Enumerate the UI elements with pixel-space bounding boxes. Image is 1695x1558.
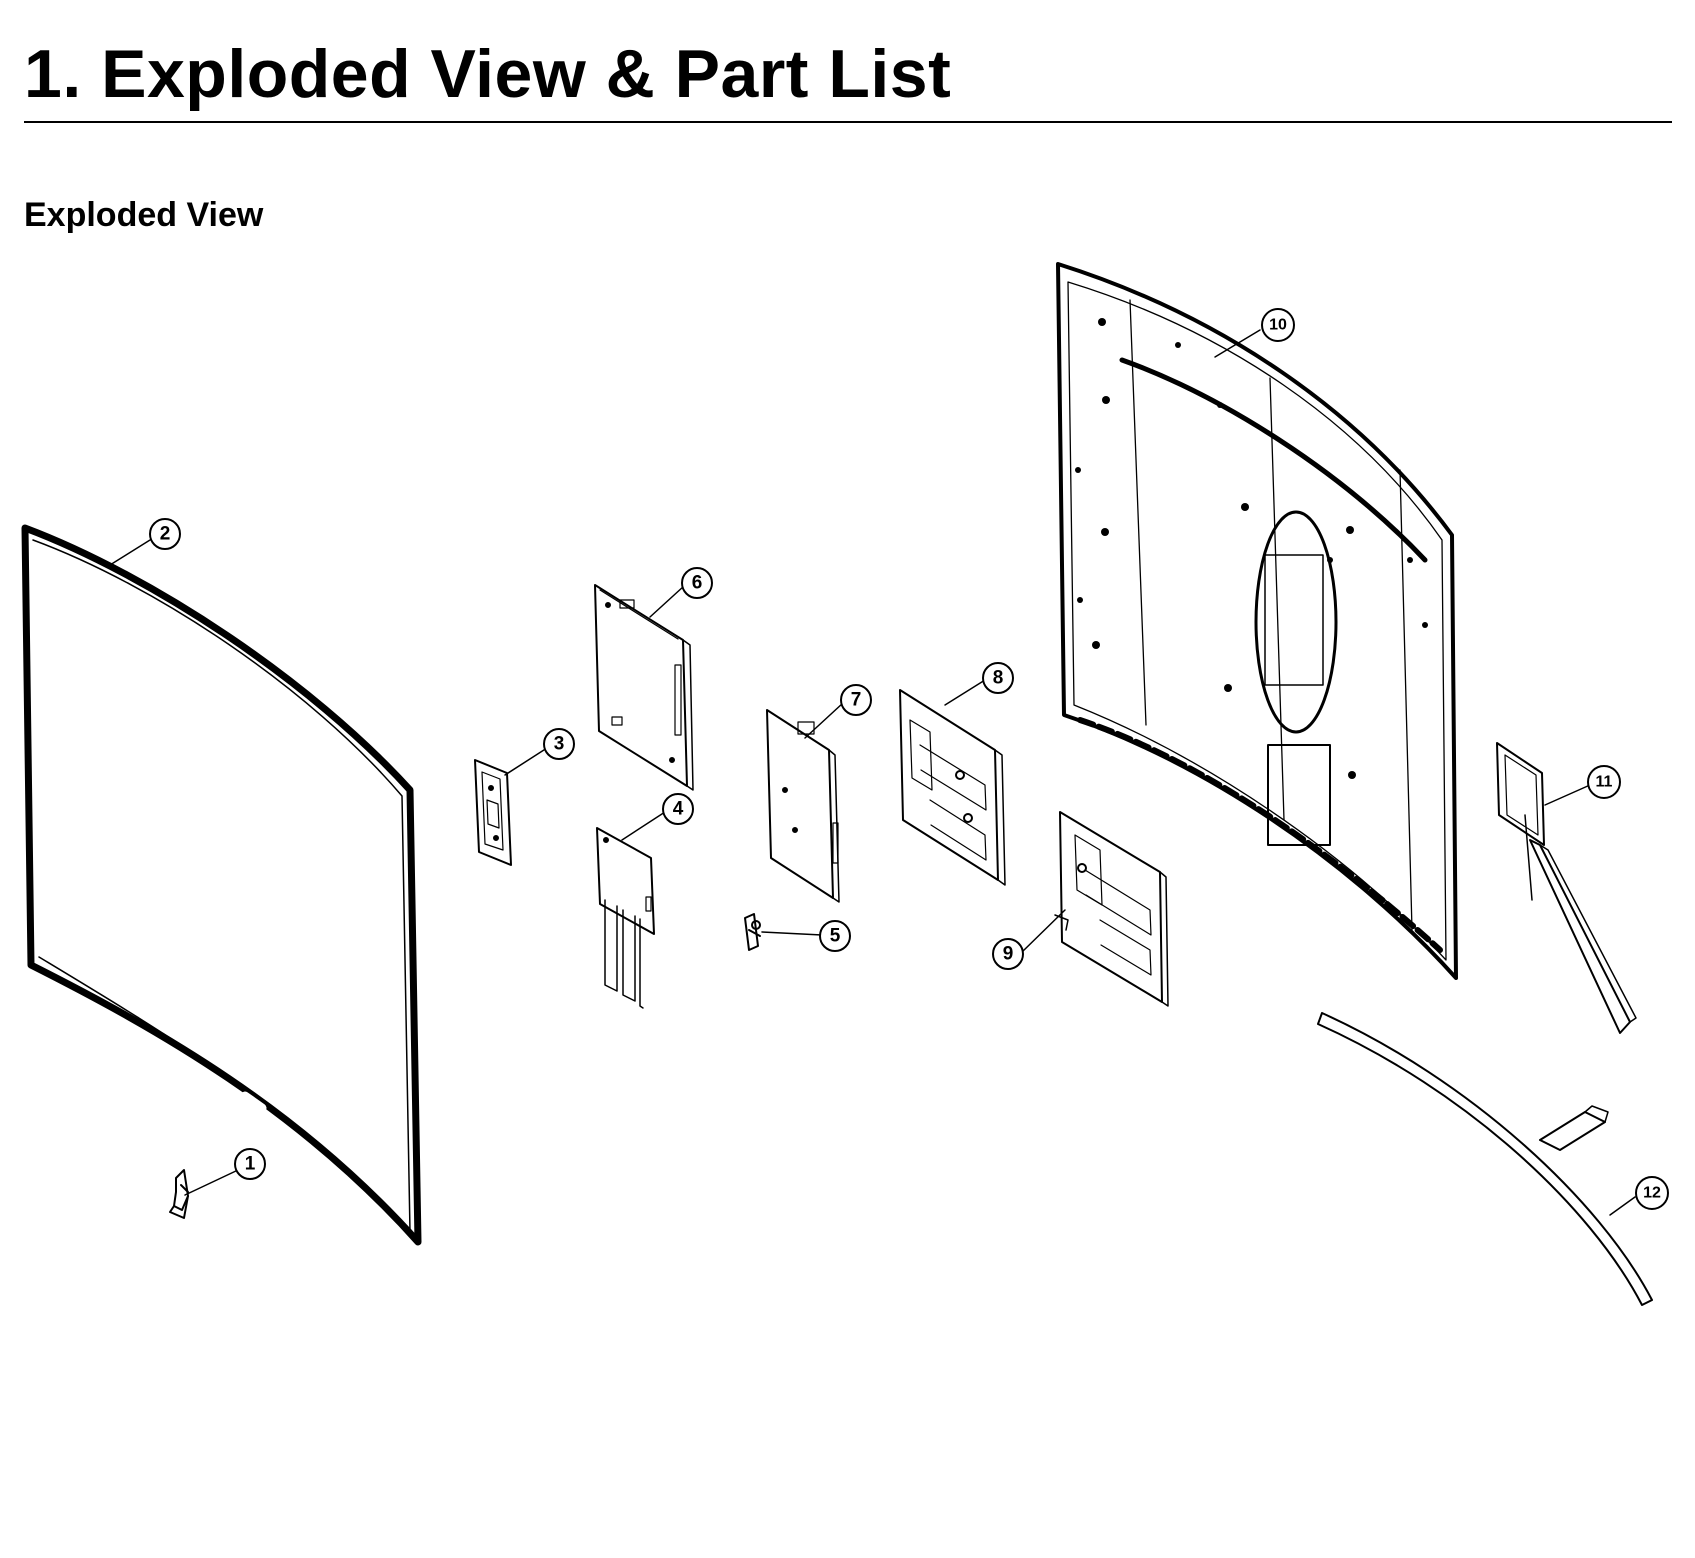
page-title: 1. Exploded View & Part List <box>24 36 952 112</box>
part-3-bracket <box>474 759 512 866</box>
callout-7: 7 <box>840 684 872 716</box>
title-underline <box>24 121 1672 123</box>
part-7-power-board <box>766 709 840 903</box>
callout-label: 6 <box>692 573 703 594</box>
callout-6: 6 <box>681 567 713 599</box>
callout-label: 7 <box>851 690 862 711</box>
callout-label: 10 <box>1269 317 1287 334</box>
part-6-main-board <box>594 584 694 791</box>
callout-12: 12 <box>1635 1176 1669 1210</box>
part-11-stand-neck <box>1496 742 1637 1034</box>
callout-11: 11 <box>1587 765 1621 799</box>
callout-1: 1 <box>234 1148 266 1180</box>
part-5-connector <box>744 913 761 951</box>
callout-3: 3 <box>543 728 575 760</box>
part-1-clip <box>169 1169 189 1219</box>
part-10-rear-cover <box>1056 262 1458 980</box>
callout-label: 9 <box>1003 944 1014 965</box>
part-2-front-panel <box>21 524 422 1246</box>
callout-5: 5 <box>819 920 851 952</box>
part-9-rear-bracket <box>1054 811 1169 1007</box>
callout-label: 3 <box>554 734 565 755</box>
callout-label: 4 <box>673 799 684 820</box>
part-4-sub-board <box>596 827 655 1009</box>
callout-label: 8 <box>993 668 1004 689</box>
callout-label: 5 <box>830 926 841 947</box>
callout-label: 1 <box>245 1154 256 1175</box>
callout-label: 2 <box>160 524 171 545</box>
callout-8: 8 <box>982 662 1014 694</box>
section-title: Exploded View <box>24 196 264 234</box>
callout-10: 10 <box>1261 308 1295 342</box>
callout-label: 11 <box>1596 774 1613 791</box>
callout-label: 12 <box>1643 1185 1661 1202</box>
callout-9: 9 <box>992 938 1024 970</box>
callout-4: 4 <box>662 793 694 825</box>
part-8-stand-bracket <box>899 689 1006 886</box>
part-12-stand-base <box>1317 1012 1653 1306</box>
callout-2: 2 <box>149 518 181 550</box>
